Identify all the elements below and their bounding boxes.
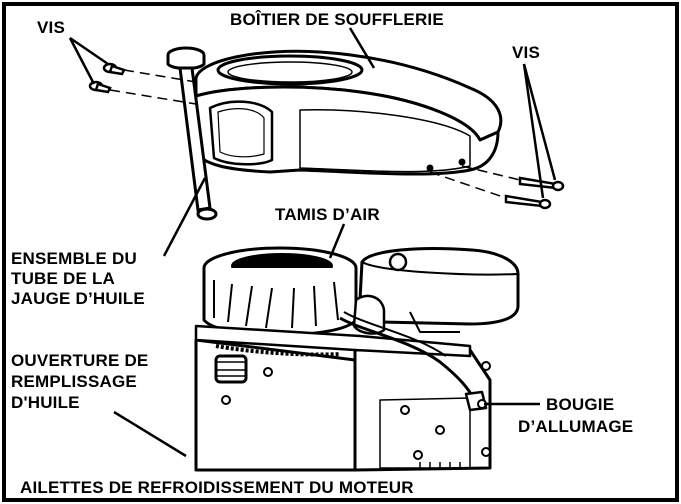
screws-right-illustration xyxy=(504,176,565,210)
label-dipstick-line3: JAUGE D’HUILE xyxy=(11,289,145,308)
leader-lines xyxy=(68,27,557,458)
label-cooling-fins: AILETTES DE REFROIDISSEMENT DU MOTEUR xyxy=(20,478,414,497)
label-vis-right: VIS xyxy=(512,43,540,62)
label-oil-fill-line3: D'HUILE xyxy=(11,393,80,412)
engine-illustration xyxy=(194,246,520,472)
alignment-lines xyxy=(109,69,521,199)
label-dipstick-line1: ENSEMBLE DU xyxy=(11,249,137,268)
screws-left-illustration xyxy=(88,62,126,94)
blower-housing-illustration xyxy=(189,49,503,176)
label-oil-fill-line1: OUVERTURE DE xyxy=(11,351,148,370)
label-spark-plug-line2: D’ALLUMAGE xyxy=(518,417,633,436)
label-oil-fill-line2: REMPLISSAGE xyxy=(11,372,137,391)
label-vis-left: VIS xyxy=(37,18,65,37)
label-air-screen: TAMIS D’AIR xyxy=(275,205,380,224)
label-spark-plug-line1: BOUGIE xyxy=(546,395,614,414)
dipstick-tube-illustration xyxy=(166,46,218,221)
label-dipstick-line2: TUBE DE LA xyxy=(11,269,115,288)
label-blower-housing: BOÎTIER DE SOUFFLERIE xyxy=(230,10,444,29)
